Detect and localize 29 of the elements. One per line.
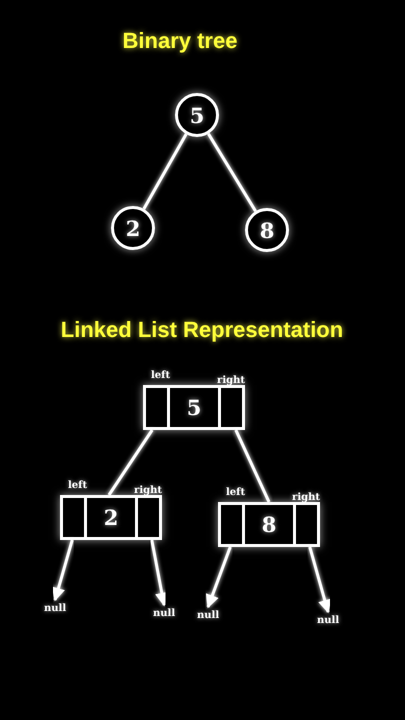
tree-node-circle [175,93,219,137]
arrow [52,540,74,602]
node-value: 5 [186,395,202,420]
null-label: null [44,603,66,614]
pointer-label: right [217,375,245,386]
section-heading: Linked List Representation [60,317,344,343]
node-value: 2 [104,505,118,530]
connector-line [142,133,188,210]
arrow [308,546,332,614]
pointer-label: left [151,370,170,381]
tree-node-circle [111,206,155,250]
pointer-label: right [134,485,162,496]
tree-node-circle [245,208,289,252]
null-label: null [197,610,220,621]
null-label: null [153,608,176,619]
connector-line [234,429,270,503]
connector-line [108,429,154,496]
node-value: 5 [190,102,204,128]
connector-line [207,133,257,212]
null-label: null [317,615,340,626]
arrow [150,540,168,606]
arrow [206,546,232,608]
node-value: 8 [262,512,276,537]
pointer-label: left [68,480,88,491]
title-heading: Binary tree [122,28,238,54]
pointer-label: right [292,492,320,503]
node-value: 2 [126,216,140,240]
pointer-label: left [226,487,246,498]
node-value: 8 [260,218,274,242]
